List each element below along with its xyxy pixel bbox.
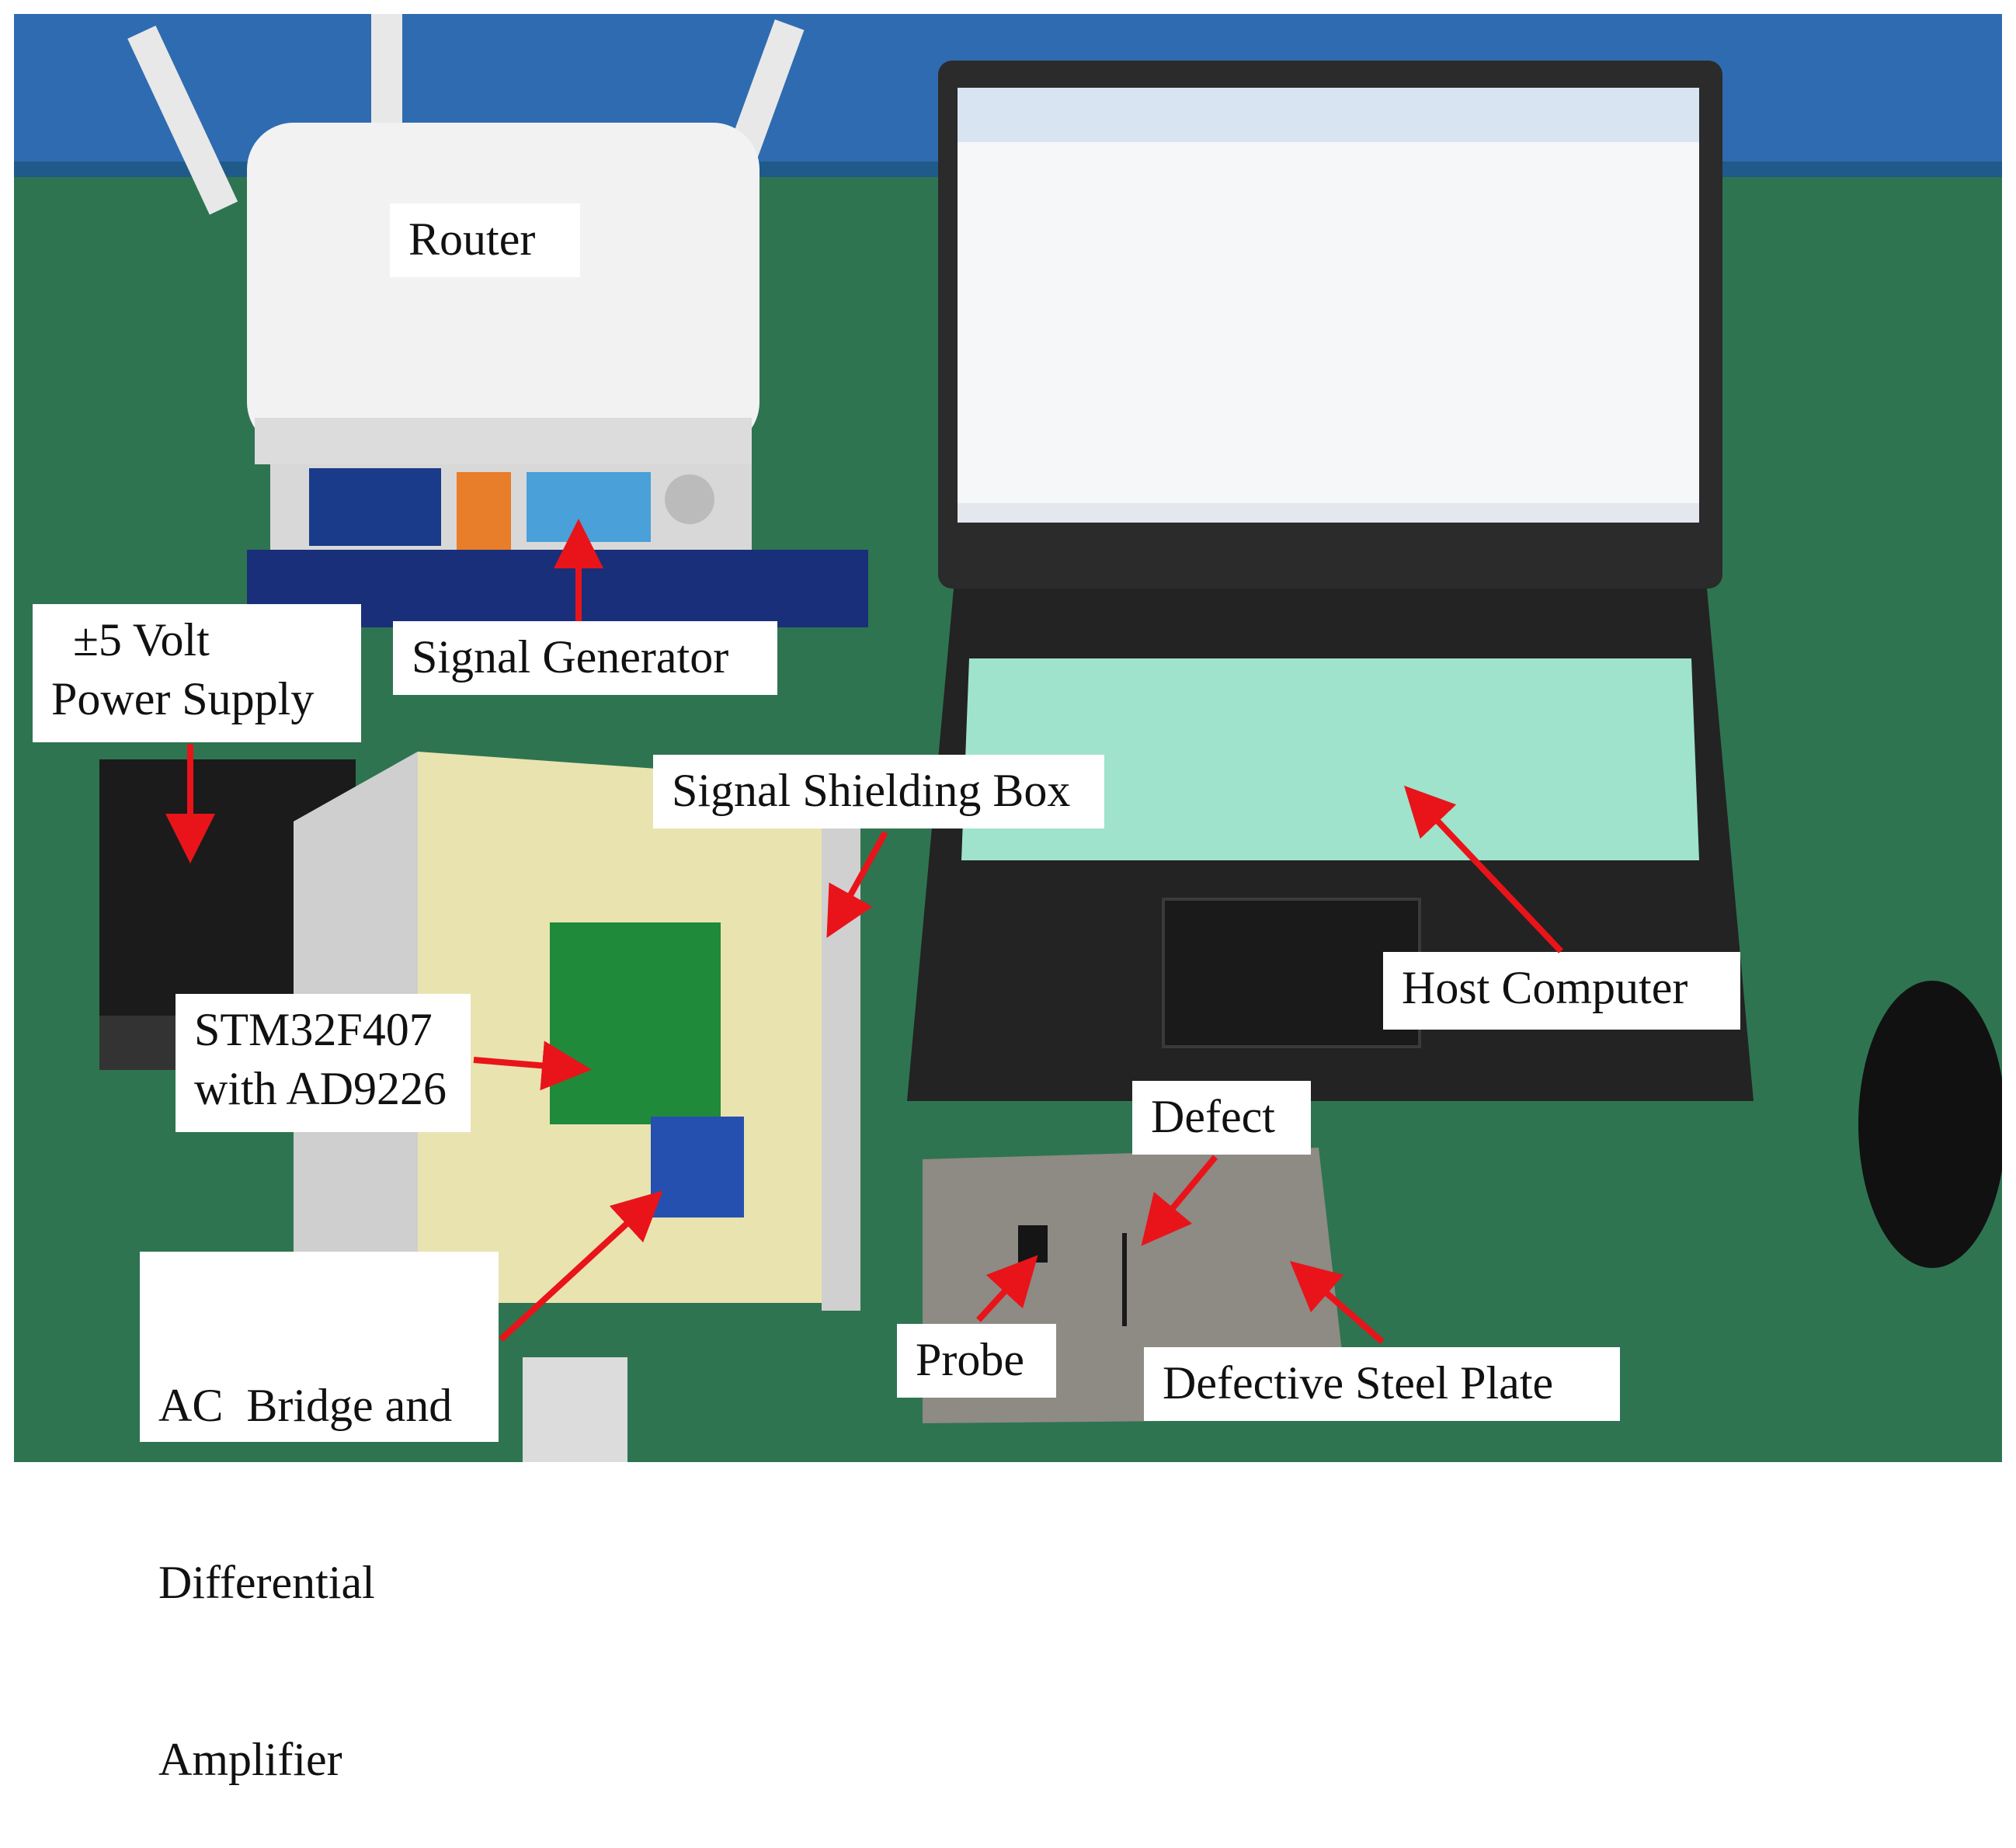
shielding-box-side bbox=[822, 783, 860, 1311]
usb-connector bbox=[523, 1357, 627, 1462]
signal-generator-keys-blue bbox=[527, 472, 651, 542]
signal-generator-keys-orange bbox=[457, 472, 511, 558]
probe bbox=[1018, 1225, 1048, 1263]
bridge-board bbox=[651, 1117, 744, 1218]
matlab-toolbar bbox=[958, 88, 1699, 142]
router-body bbox=[247, 123, 759, 449]
router-antenna-1 bbox=[127, 25, 238, 215]
label-stm32-line-1: STM32F407 bbox=[194, 1004, 433, 1055]
windows-taskbar bbox=[958, 503, 1699, 523]
label-host-computer: Host Computer bbox=[1383, 952, 1740, 1030]
label-ac-bridge-line-3: Amplifier bbox=[158, 1734, 342, 1785]
label-ac-bridge: AC Bridge and Differential Amplifier bbox=[140, 1252, 499, 1785]
label-stm32-line-2: with AD9226 bbox=[194, 1063, 447, 1114]
label-power-supply-line-1: ±5 Volt bbox=[73, 614, 210, 665]
mouse bbox=[1858, 981, 2002, 1268]
label-router: Router bbox=[390, 203, 580, 277]
label-signal-generator: Signal Generator bbox=[393, 621, 777, 695]
label-signal-shielding-box: Signal Shielding Box bbox=[653, 755, 1104, 828]
photo-scene bbox=[14, 14, 2002, 1462]
label-probe: Probe bbox=[897, 1324, 1056, 1398]
label-power-supply: ±5 Volt Power Supply bbox=[33, 604, 361, 742]
touchpad bbox=[1162, 898, 1421, 1048]
signal-generator-knob bbox=[665, 474, 714, 524]
laptop-display bbox=[958, 88, 1699, 523]
experiment-photo bbox=[14, 14, 2002, 1462]
stm32-board bbox=[550, 922, 721, 1124]
router-base bbox=[255, 418, 752, 464]
label-stm32: STM32F407 with AD9226 bbox=[176, 994, 471, 1132]
label-power-supply-line-2: Power Supply bbox=[51, 673, 315, 724]
label-ac-bridge-line-1: AC Bridge and bbox=[158, 1380, 453, 1431]
label-ac-bridge-line-2: Differential bbox=[158, 1557, 375, 1608]
label-defective-steel-plate: Defective Steel Plate bbox=[1144, 1347, 1620, 1421]
signal-generator-screen bbox=[309, 468, 441, 546]
label-defect: Defect bbox=[1132, 1081, 1311, 1155]
